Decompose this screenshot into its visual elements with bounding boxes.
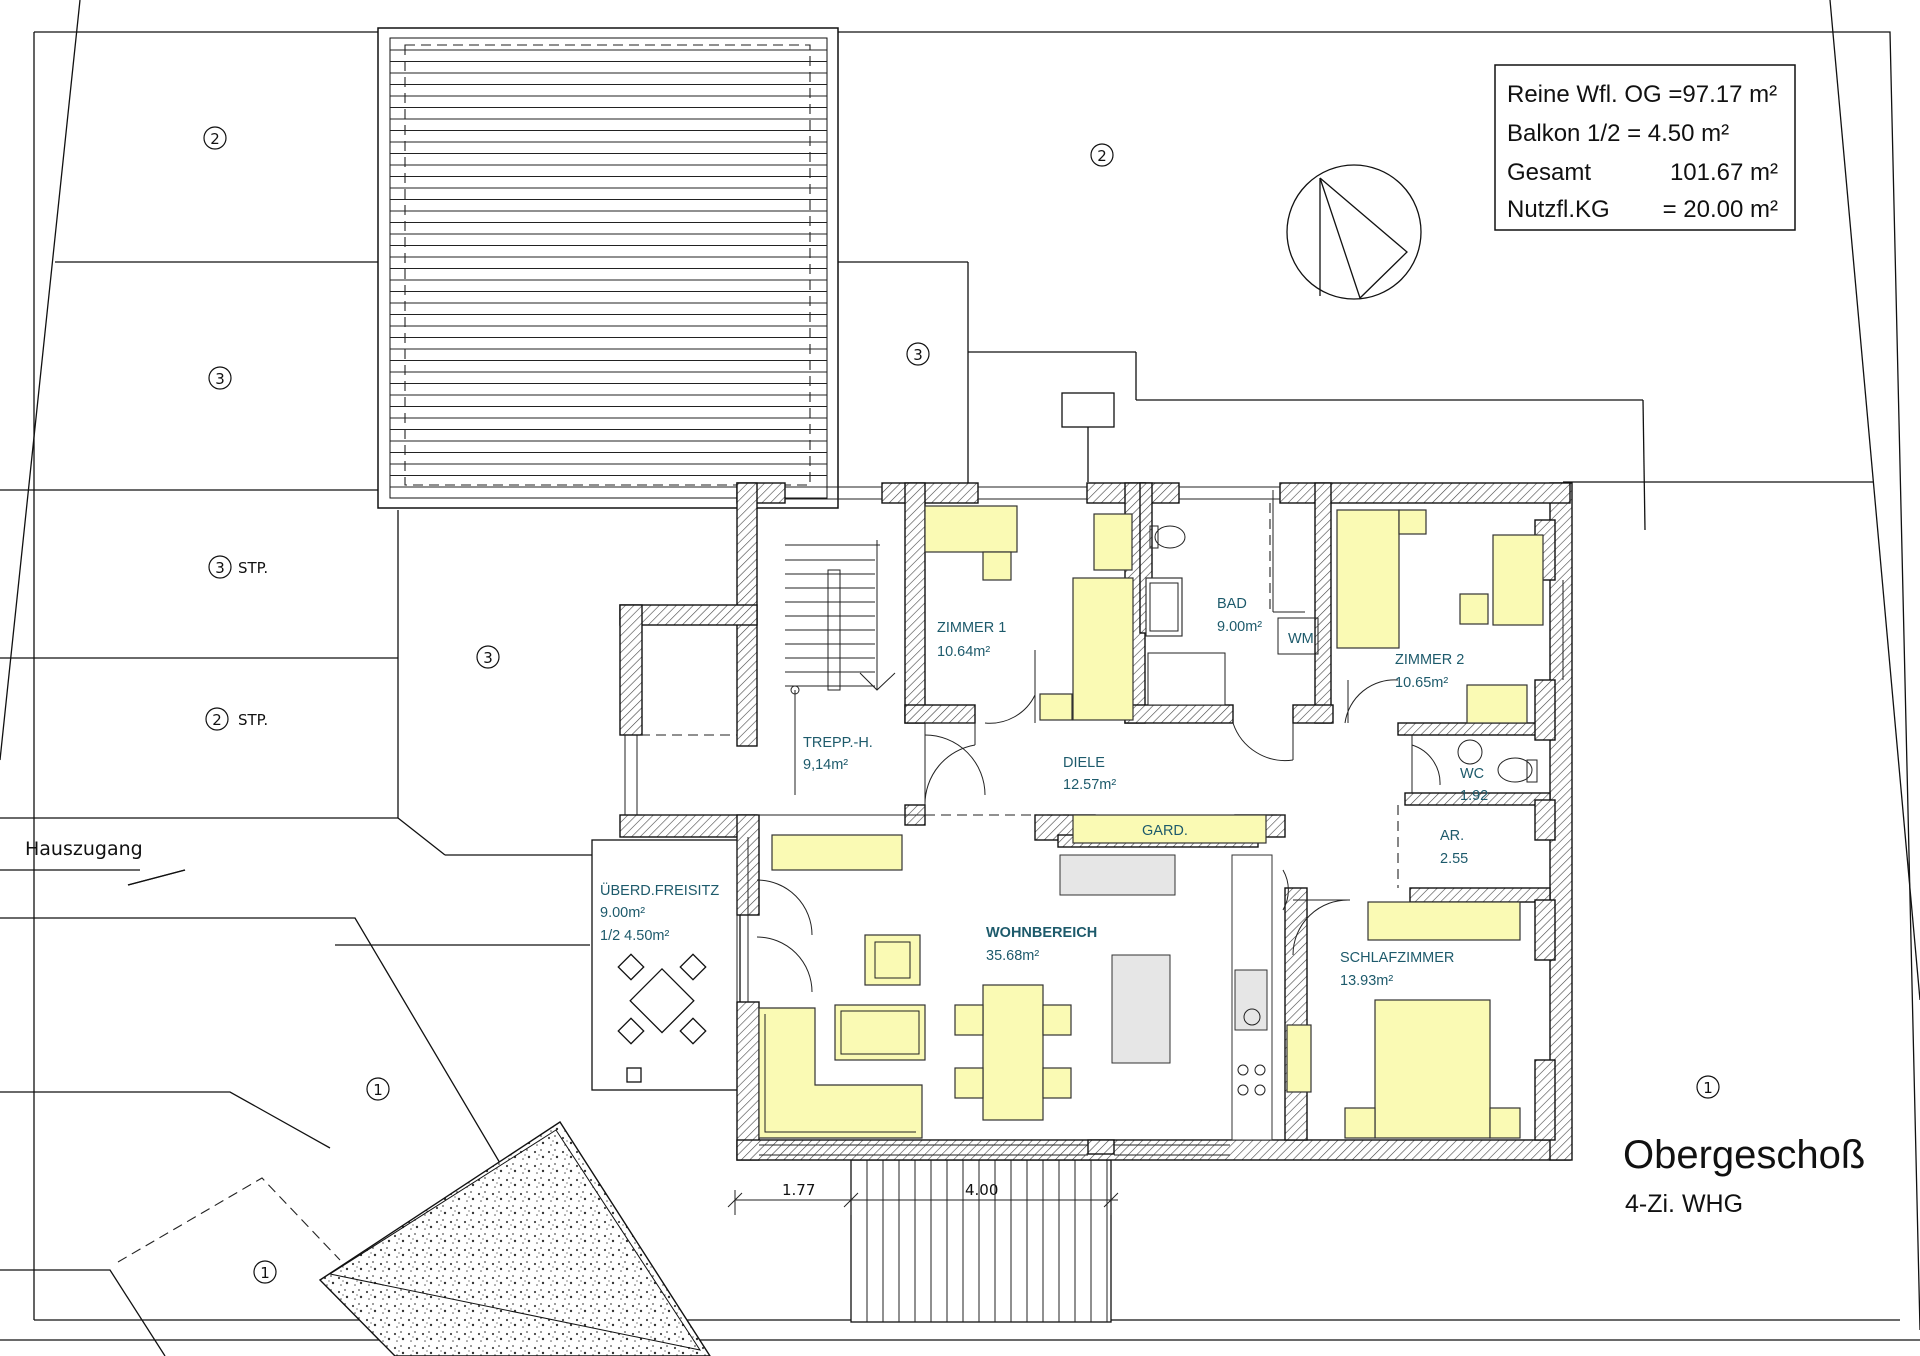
dimension-1: 1.77 xyxy=(782,1181,815,1199)
svg-text:STP.: STP. xyxy=(238,711,268,729)
freisitz-name: ÜBERD.FREISITZ xyxy=(600,881,719,899)
bad-name: BAD xyxy=(1217,596,1247,612)
covered-terrace xyxy=(591,839,741,1091)
zone-marker-3c: 3 xyxy=(476,645,500,669)
door-arc-diele xyxy=(924,734,986,796)
legend-row-1: Reine Wfl. OG =97.17 m² xyxy=(1507,81,1777,108)
staircase xyxy=(640,540,896,795)
north-arrow-icon xyxy=(1286,164,1422,300)
svg-text:2: 2 xyxy=(210,130,220,148)
dimension-line: 1.77 4.00 xyxy=(727,1181,1119,1215)
zone-marker-1a: 1 xyxy=(366,1077,390,1101)
garderobe-label: GARD. xyxy=(1142,823,1188,839)
svg-text:STP.: STP. xyxy=(238,559,268,577)
building-walls xyxy=(619,482,1573,1161)
svg-text:3: 3 xyxy=(483,649,493,667)
legend-row-2: Balkon 1/2 = 4.50 m² xyxy=(1507,120,1729,147)
south-stairs xyxy=(850,1159,1112,1323)
terrace-table xyxy=(617,953,707,1045)
zone-marker-1c: 1 xyxy=(253,1260,277,1284)
room-labels: ZIMMER 1 10.64m² BAD 9.00m² ZIMMER 2 10.… xyxy=(600,596,1488,989)
svg-text:3: 3 xyxy=(215,370,225,388)
abstellraum-area: 2.55 xyxy=(1440,851,1468,867)
zone-marker-1b: 1 xyxy=(1696,1075,1720,1099)
zone-marker-3a: 3 xyxy=(208,366,232,390)
floor-subtitle: 4-Zi. WHG xyxy=(1625,1190,1743,1218)
freisitz-half: 1/2 4.50m² xyxy=(600,928,669,944)
abstellraum-name: AR. xyxy=(1440,828,1464,844)
svg-text:2: 2 xyxy=(1097,147,1107,165)
wm-label: WM xyxy=(1288,631,1314,647)
zone-marker-2a: 2 xyxy=(203,126,227,150)
svg-text:1: 1 xyxy=(1703,1079,1713,1097)
area-legend: Reine Wfl. OG =97.17 m² Balkon 1/2 = 4.5… xyxy=(1494,64,1796,231)
zone-marker-3-stp: 3 STP. xyxy=(208,555,268,579)
zimmer1-area: 10.64m² xyxy=(937,644,990,660)
carport-roof xyxy=(377,27,839,509)
treppenhaus-area: 9,14m² xyxy=(803,757,848,773)
zone-marker-2b: 2 xyxy=(1090,143,1114,167)
dimension-2: 4.00 xyxy=(965,1181,998,1199)
svg-text:3: 3 xyxy=(215,559,225,577)
entrance-label: Hauszugang xyxy=(25,838,143,860)
zone-marker-2-stp: 2 STP. xyxy=(205,707,268,731)
svg-text:2: 2 xyxy=(212,711,222,729)
legend-row-4-label: Nutzfl.KG xyxy=(1507,196,1610,223)
svg-text:3: 3 xyxy=(913,346,923,364)
floor-title: Obergeschoß xyxy=(1623,1133,1865,1177)
zone-marker-3b: 3 xyxy=(906,342,930,366)
wc-area: 1.92 xyxy=(1460,788,1488,804)
svg-text:1: 1 xyxy=(373,1081,383,1099)
freisitz-area: 9.00m² xyxy=(600,905,645,921)
zimmer1-name: ZIMMER 1 xyxy=(937,620,1006,636)
diele-name: DIELE xyxy=(1063,755,1105,771)
door-arc-terrace xyxy=(756,879,813,936)
wc-name: WC xyxy=(1460,766,1484,782)
schlafzimmer-area: 13.93m² xyxy=(1340,973,1393,989)
wohnbereich-area: 35.68m² xyxy=(986,948,1039,964)
legend-row-3-label: Gesamt xyxy=(1507,159,1591,186)
legend-row-4-value: = 20.00 m² xyxy=(1663,196,1778,223)
svg-text:1: 1 xyxy=(260,1264,270,1282)
zimmer2-area: 10.65m² xyxy=(1395,675,1448,691)
zimmer2-name: ZIMMER 2 xyxy=(1395,652,1464,668)
bad-area: 9.00m² xyxy=(1217,619,1262,635)
diele-area: 12.57m² xyxy=(1063,777,1116,793)
gravel-bed xyxy=(318,1121,711,1356)
legend-row-3-value: 101.67 m² xyxy=(1670,159,1778,186)
windows xyxy=(624,486,1564,1156)
schlafzimmer-name: SCHLAFZIMMER xyxy=(1340,950,1454,966)
furniture: WM xyxy=(758,505,1544,1141)
treppenhaus-name: TREPP.-H. xyxy=(803,735,873,751)
wohnbereich-name: WOHNBEREICH xyxy=(986,925,1097,941)
